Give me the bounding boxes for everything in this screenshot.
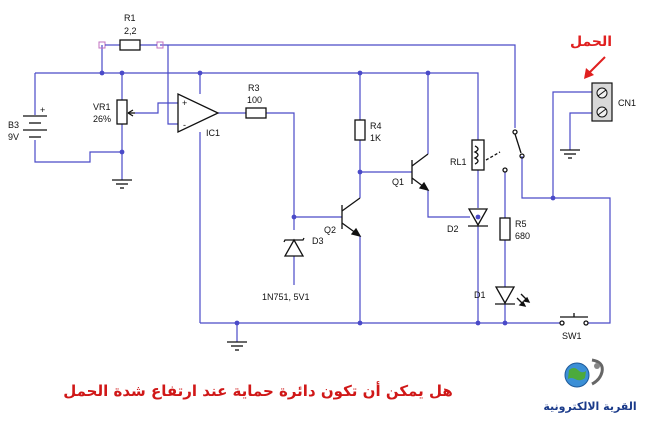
- potentiometer-vr1: [116, 99, 135, 125]
- ground-symbol-vr1: [112, 179, 132, 189]
- transistor-q2: [341, 197, 362, 238]
- ic1-label: IC1: [206, 128, 220, 138]
- cn1-label: CN1: [618, 98, 636, 108]
- d3-label: D3: [312, 236, 324, 246]
- diode-d2: [467, 208, 489, 227]
- zener-diode-d3: [283, 237, 305, 257]
- battery-plus: +: [40, 105, 45, 115]
- r1-label: R1: [124, 13, 136, 23]
- q1-label: Q1: [392, 177, 404, 187]
- resistor-r5: [499, 217, 511, 241]
- q2-label: Q2: [324, 225, 336, 235]
- r5-label: R5: [515, 219, 527, 229]
- ground-symbol-main: [227, 341, 247, 351]
- transistor-q1: [411, 153, 430, 192]
- r5-value: 680: [515, 231, 530, 241]
- caption: هل يمكن أن تكون دائرة حماية عند ارتفاع ش…: [63, 381, 453, 400]
- r3-value: 100: [247, 95, 262, 105]
- b3-label: B3: [8, 120, 19, 130]
- opamp-ic1: [177, 92, 220, 134]
- ground-symbol-cn1: [560, 149, 580, 159]
- led-d1: [494, 286, 531, 307]
- rl1-label: RL1: [450, 157, 467, 167]
- r3-label: R3: [248, 83, 260, 93]
- resistor-r3: [245, 107, 267, 119]
- resistor-r1: [98, 39, 164, 51]
- d1-label: D1: [474, 290, 486, 300]
- sw1-label: SW1: [562, 331, 582, 341]
- load-arrow-icon: [584, 56, 606, 79]
- opamp-plus: +: [182, 98, 187, 108]
- d2-label: D2: [447, 224, 459, 234]
- r4-value: 1K: [370, 133, 381, 143]
- r4-label: R4: [370, 121, 382, 131]
- logo-text: القرية الالكترونية: [543, 400, 636, 413]
- wires: [34, 44, 611, 342]
- junctions: [99, 70, 556, 326]
- switch-sw1: [559, 313, 589, 326]
- d3-value: 1N751, 5V1: [262, 292, 310, 302]
- load-annotation: الحمل: [570, 34, 612, 50]
- b3-value: 9V: [8, 132, 19, 142]
- logo-globe-icon: [564, 358, 604, 388]
- relay-rl1: [471, 129, 525, 173]
- vr1-label: VR1: [93, 102, 111, 112]
- r1-value: 2,2: [124, 26, 137, 36]
- battery-b3: [23, 115, 47, 138]
- vr1-value: 26%: [93, 114, 111, 124]
- connector-cn1: [591, 82, 613, 122]
- resistor-r4: [354, 119, 366, 141]
- opamp-minus: -: [183, 120, 186, 130]
